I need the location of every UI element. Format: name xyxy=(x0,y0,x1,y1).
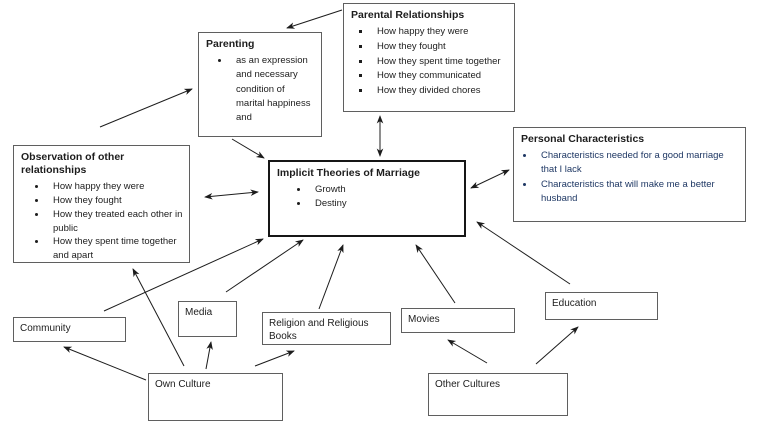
arrow-community-to-center xyxy=(103,238,264,312)
implicit-theories-list: Growth Destiny xyxy=(277,183,458,212)
arrow-religion-to-center xyxy=(318,244,344,310)
list-item: How they treated each other in public xyxy=(47,208,183,236)
list-item: as an expression and necessary condition… xyxy=(230,54,315,125)
religion-box: Religion and Religious Books xyxy=(262,312,391,345)
list-item: Destiny xyxy=(309,197,458,211)
education-box: Education xyxy=(545,292,658,320)
list-item: How they fought xyxy=(371,40,508,55)
list-item: How they divided chores xyxy=(371,84,508,99)
list-item: How happy they were xyxy=(371,25,508,40)
list-item: How they spent time together and apart xyxy=(47,235,183,263)
arrow-media-to-center xyxy=(225,239,304,293)
other-cultures-label: Other Cultures xyxy=(435,379,501,390)
list-item: Growth xyxy=(309,183,458,197)
parenting-list: as an expression and necessary condition… xyxy=(206,54,315,125)
personal-characteristics-box: Personal Characteristics Characteristics… xyxy=(513,127,746,222)
list-item: How they spent time together xyxy=(371,55,508,70)
parenting-box: Parenting as an expression and necessary… xyxy=(198,32,322,137)
list-item: How they communicated xyxy=(371,69,508,84)
arrow-education-to-center xyxy=(476,221,571,285)
observation-list: How happy they were How they fought How … xyxy=(21,180,183,263)
personal-characteristics-title: Personal Characteristics xyxy=(521,133,645,145)
media-box: Media xyxy=(178,301,237,337)
arrow-own-culture-to-community xyxy=(63,346,147,381)
movies-box: Movies xyxy=(401,308,515,333)
community-box: Community xyxy=(13,317,126,342)
arrow-lower-left-to-parenting xyxy=(99,88,193,128)
religion-label: Religion and Religious Books xyxy=(269,318,369,342)
arrow-other-cultures-to-movies xyxy=(447,339,488,364)
own-culture-box: Own Culture xyxy=(148,373,283,421)
arrow-parental-relationships-to-parenting xyxy=(286,9,343,29)
arrow-personal-characteristics-center-bidirectional xyxy=(470,169,510,189)
personal-characteristics-list: Characteristics needed for a good marria… xyxy=(521,149,739,206)
own-culture-label: Own Culture xyxy=(155,379,211,390)
parenting-title: Parenting xyxy=(206,38,255,50)
arrow-movies-to-center xyxy=(415,244,456,304)
list-item: Characteristics that will make me a bett… xyxy=(535,178,739,207)
observation-box: Observation of other relationships How h… xyxy=(13,145,190,263)
media-label: Media xyxy=(185,307,213,318)
parental-relationships-list: How happy they were How they fought How … xyxy=(351,25,508,99)
observation-title: Observation of other relationships xyxy=(21,151,125,177)
list-item: How happy they were xyxy=(47,180,183,194)
implicit-theories-title: Implicit Theories of Marriage xyxy=(277,167,420,179)
arrow-own-culture-to-observation xyxy=(132,268,185,367)
implicit-theories-box: Implicit Theories of Marriage Growth Des… xyxy=(268,160,466,237)
education-label: Education xyxy=(552,298,597,309)
parental-relationships-box: Parental Relationships How happy they we… xyxy=(343,3,515,112)
arrow-observation-center-bidirectional xyxy=(204,189,259,200)
arrow-own-culture-to-media xyxy=(205,341,213,370)
movies-label: Movies xyxy=(408,314,440,325)
list-item: Characteristics needed for a good marria… xyxy=(535,149,739,178)
arrow-other-cultures-to-education xyxy=(535,326,579,365)
arrow-own-culture-to-religion xyxy=(254,350,295,367)
list-item: How they fought xyxy=(47,194,183,208)
community-label: Community xyxy=(20,323,71,334)
arrow-parenting-to-center xyxy=(231,138,265,159)
other-cultures-box: Other Cultures xyxy=(428,373,568,416)
parental-relationships-title: Parental Relationships xyxy=(351,9,465,21)
